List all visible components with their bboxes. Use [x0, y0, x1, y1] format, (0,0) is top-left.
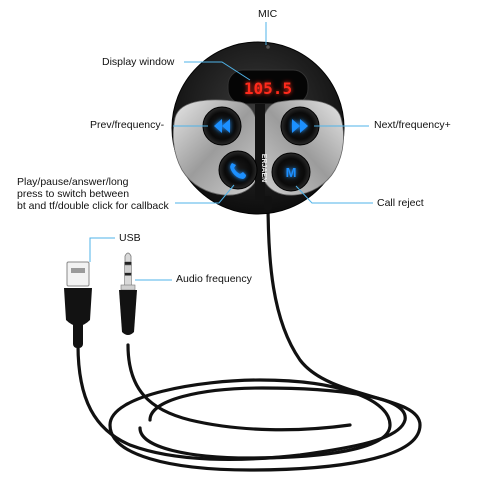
label-play-pause: Play/pause/answer/long press to switch b… — [17, 176, 169, 212]
label-audio-frequency: Audio frequency — [176, 273, 252, 285]
label-usb: USB — [119, 232, 141, 244]
audio-jack — [119, 252, 137, 335]
play-pause-answer-button[interactable] — [218, 150, 258, 190]
mode-button[interactable]: M — [271, 152, 311, 192]
m-letter-icon: M — [286, 165, 297, 180]
cable-loops — [76, 198, 422, 472]
brand-label: ERJAEN — [260, 154, 267, 182]
label-next-frequency: Next/frequency+ — [374, 119, 451, 131]
prev-button[interactable] — [202, 106, 242, 146]
rewind-icon — [214, 119, 230, 133]
mic-hole — [266, 45, 270, 49]
next-button[interactable] — [280, 106, 320, 146]
label-prev-frequency: Prev/frequency- — [90, 119, 165, 131]
label-call-reject: Call reject — [377, 197, 424, 209]
phone-icon — [230, 163, 246, 179]
label-mic: MIC — [258, 8, 278, 20]
display-frequency: 105.5 — [244, 79, 292, 98]
usb-plug — [64, 261, 92, 348]
label-display-window: Display window — [102, 56, 175, 68]
fast-forward-icon — [292, 119, 308, 133]
callout-lines — [89, 22, 373, 281]
